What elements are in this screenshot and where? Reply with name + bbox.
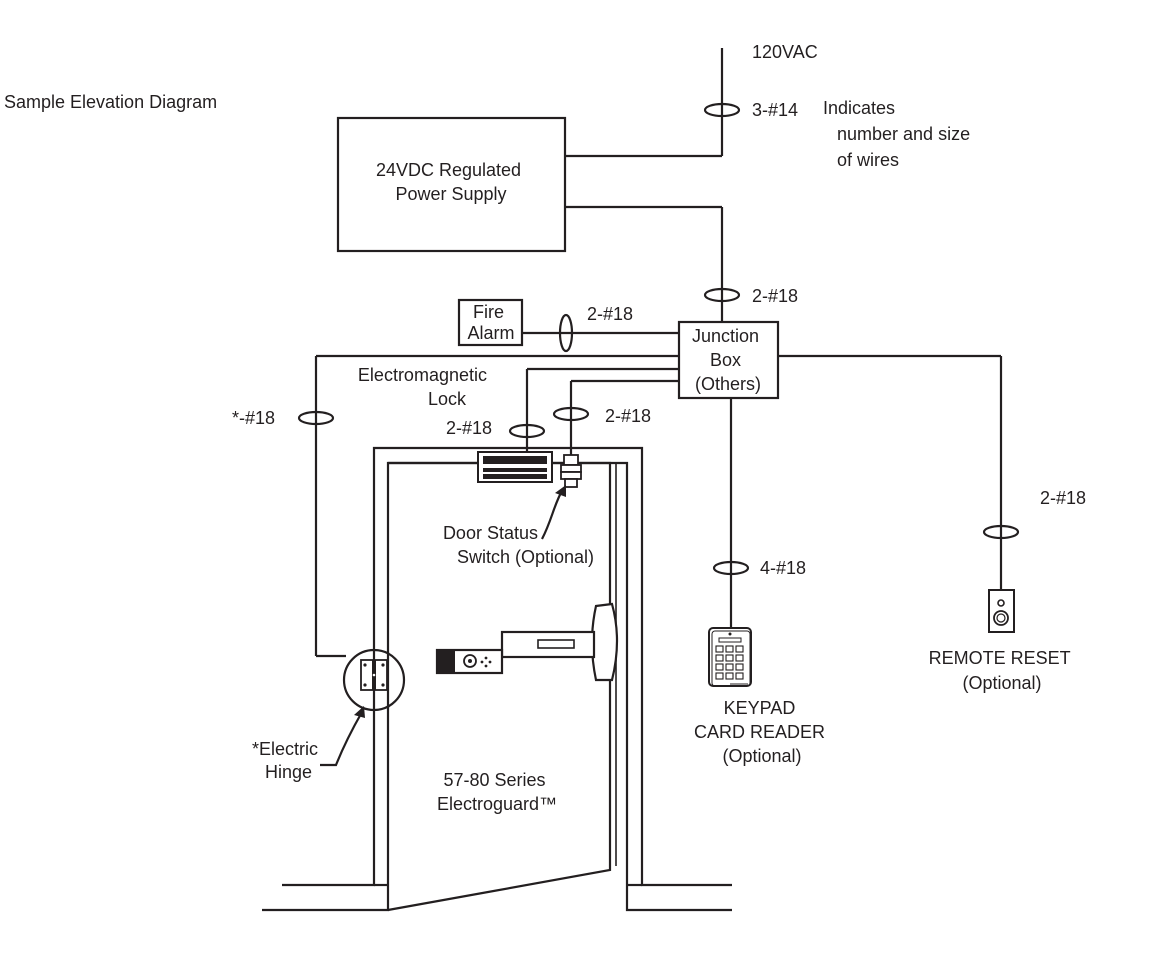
wire-supply-junction-label: 2-#18: [752, 286, 798, 306]
hinge-wire-label: *-#18: [232, 408, 275, 428]
wire-bundle-icon: [982, 524, 1020, 540]
remote-reset-wiring: [778, 354, 1003, 590]
door-label: 57-80 Series Electroguard™: [437, 770, 557, 814]
wire-bundle-icon: [703, 287, 741, 303]
maglock-wiring: [525, 367, 679, 452]
maglock-label: Electromagnetic Lock: [358, 365, 492, 409]
power-source-label: 120VAC: [752, 42, 818, 62]
hinge-wiring: [314, 354, 679, 658]
junction-box: [677, 320, 780, 400]
junction-box-label: Junction Box (Others): [692, 326, 764, 394]
remote-reset-icon: [988, 589, 1015, 633]
wire-note: Indicates number and size of wires: [823, 98, 975, 170]
remote-reset-label: REMOTE RESET (Optional): [929, 648, 1076, 693]
diagram-title: Sample Elevation Diagram: [4, 92, 217, 112]
keypad-wire-label: 4-#18: [760, 558, 806, 578]
keypad-icon: [708, 627, 752, 687]
fire-alarm-label: Fire Alarm: [467, 302, 514, 343]
fire-alarm-box: [457, 298, 524, 347]
keypad-label: KEYPAD CARD READER (Optional): [694, 698, 830, 766]
fire-alarm-wire-label: 2-#18: [587, 304, 633, 324]
hinge-arrow: [320, 711, 363, 767]
door-status-wiring: [569, 379, 679, 455]
wire-bundle-icon: [508, 423, 546, 439]
electric-hinge-icon: [342, 648, 406, 712]
remote-reset-wire-label: 2-#18: [1040, 488, 1086, 508]
door-status-switch-icon: [560, 454, 582, 488]
door-frame: [262, 446, 732, 912]
wire-bundle-icon: [297, 410, 335, 426]
door-status-arrow: [541, 488, 564, 540]
arrow-head-icon: [555, 485, 566, 497]
maglock-wire-label: 2-#18: [446, 418, 492, 438]
wire-bundle-icon: [558, 313, 574, 353]
wire-main-label: 3-#14: [752, 100, 798, 120]
door-status-wire-label: 2-#18: [605, 406, 651, 426]
door-status-label: Door Status Switch (Optional): [443, 523, 594, 567]
power-supply-label: 24VDC Regulated Power Supply: [376, 160, 526, 204]
hinge-label: *Electric Hinge: [252, 739, 323, 782]
wire-bundle-icon: [552, 406, 590, 422]
wire-bundle-icon: [703, 102, 741, 118]
exit-device-icon: [435, 602, 619, 682]
power-supply-box: [336, 116, 567, 253]
arrow-head-icon: [354, 706, 365, 718]
wire-bundle-icon: [712, 560, 750, 576]
maglock-icon: [477, 451, 553, 483]
power-wiring: [565, 48, 724, 322]
